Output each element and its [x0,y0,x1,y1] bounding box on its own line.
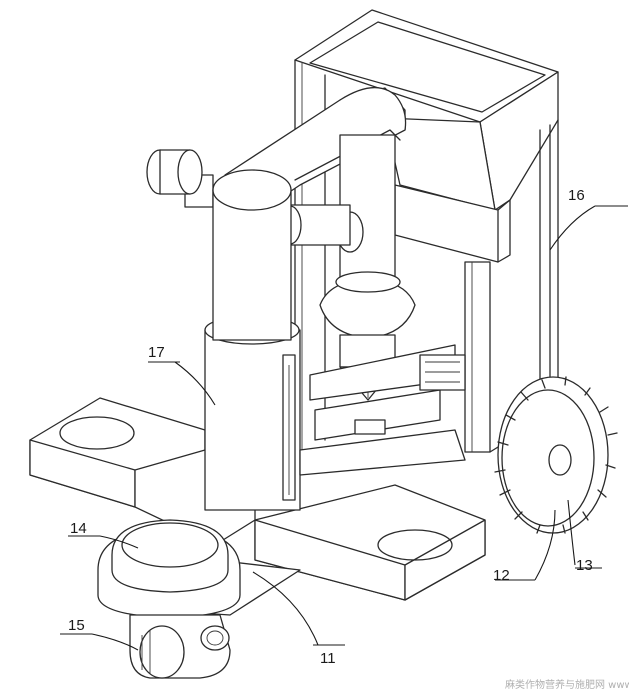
label-13: 13 [576,557,593,574]
leader-lines [60,205,628,651]
label-12: 12 [493,567,510,584]
caster-assembly [97,519,301,679]
label-17: 17 [148,344,165,361]
watermark: 麻类作物营养与施肥网 www.fibercrops.com [505,678,629,691]
reference-numerals: 11 12 13 14 15 16 17 [68,187,593,667]
label-11: 11 [320,650,336,667]
label-16: 16 [568,187,585,204]
label-14: 14 [70,520,87,537]
gear-wheel [494,376,618,534]
inner-mechanism [299,344,466,476]
column-17 [204,169,301,511]
label-15: 15 [68,617,85,634]
